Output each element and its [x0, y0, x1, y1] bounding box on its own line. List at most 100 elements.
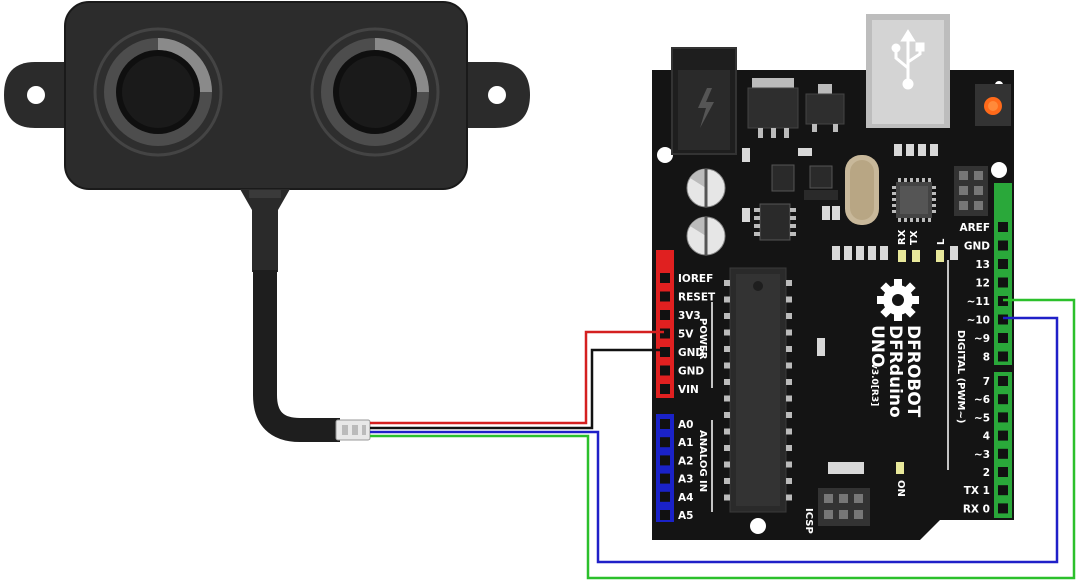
version-label: v3.0[R3]	[869, 363, 879, 406]
analog-pin-label: A4	[678, 492, 693, 504]
digital-pin-label: ~6	[974, 394, 990, 406]
wire-red-5v	[370, 330, 664, 425]
usb-port	[866, 14, 950, 128]
digital-pin-hole	[998, 448, 1008, 459]
power-pin-label: GND	[678, 366, 704, 378]
digital-pin-hole	[998, 503, 1008, 514]
variant-label: UNO	[867, 325, 887, 367]
dip-pin	[786, 461, 792, 468]
dip-pin	[724, 379, 730, 385]
digital-header-bottom	[994, 372, 1012, 518]
digital-pin-label: 8	[983, 352, 990, 364]
dip-pin	[786, 395, 792, 402]
wire-blue-pin10	[370, 316, 1059, 564]
tx-label: TX	[909, 230, 920, 245]
digital-pin-hole	[998, 376, 1008, 386]
usb-controller-chip	[892, 178, 936, 222]
on-label: ON	[895, 480, 906, 497]
wire-black-gnd	[370, 348, 664, 430]
sensor-cable	[253, 270, 340, 442]
wire-green-pin11	[370, 298, 1076, 580]
power-pin-label: GND	[678, 347, 704, 359]
power-header	[656, 250, 674, 398]
smd-components	[742, 144, 958, 474]
sensor-cable-boot	[240, 189, 290, 272]
power-pin-hole	[660, 365, 670, 376]
cable-connector	[335, 419, 371, 441]
analog-title: ANALOG IN	[697, 430, 708, 492]
tiny-ic	[771, 164, 838, 200]
l-label: L	[936, 238, 947, 245]
dip-pin	[724, 362, 730, 369]
power-pin-hole	[660, 347, 670, 357]
analog-pin-hole	[660, 491, 670, 502]
digital-pin-hole	[998, 412, 1008, 423]
power-pin-hole	[660, 291, 670, 302]
analog-pin-hole	[660, 437, 670, 448]
digital-pin-label: ~3	[974, 449, 990, 461]
dip-pin	[786, 379, 792, 385]
power-title: POWER	[697, 318, 708, 360]
dip-pin	[724, 346, 730, 352]
dip-pin	[724, 296, 730, 303]
digital-pin-label: 13	[975, 259, 990, 271]
digital-pin-hole	[998, 485, 1008, 496]
analog-pin-label: A3	[678, 474, 693, 486]
power-pin-hole	[660, 328, 670, 339]
usb-icon	[891, 29, 925, 90]
transducer-left	[93, 27, 223, 157]
digital-pin-label: ~5	[974, 412, 990, 424]
crystal	[845, 155, 879, 225]
analog-pin-label: A2	[678, 455, 693, 467]
atmega-chip	[724, 267, 792, 513]
digital-pin-hole	[998, 259, 1008, 269]
digital-pin-hole	[998, 394, 1008, 405]
model-label: DFRduino	[885, 325, 905, 418]
brand-label: DFROBOT	[903, 325, 923, 418]
digital-pin-label: AREF	[959, 222, 990, 234]
power-pin-label: 5V	[678, 329, 694, 341]
analog-pin-label: A1	[678, 437, 693, 449]
dip-pin	[786, 412, 792, 418]
dip-pin	[724, 280, 730, 286]
dip-pin	[786, 313, 792, 319]
dc-jack	[671, 47, 737, 155]
power-pin-hole	[660, 310, 670, 320]
dip-pin	[724, 428, 730, 435]
rx-label: RX	[897, 229, 908, 245]
lightning-icon	[698, 88, 714, 128]
dip-pins	[724, 280, 792, 501]
icsp-label: ICSP	[803, 508, 814, 534]
status-leds	[896, 250, 944, 474]
regulator-small	[805, 84, 845, 132]
dip-pin	[724, 478, 730, 484]
power-pin-label: 3V3	[678, 310, 701, 322]
icsp-header-bottom	[818, 488, 870, 526]
transducer-right	[310, 27, 440, 157]
digital-pin-hole	[998, 351, 1008, 362]
analog-pin-hole	[660, 510, 670, 520]
power-pin-label: VIN	[678, 384, 699, 396]
analog-pin-label: A5	[678, 510, 693, 522]
wires	[370, 298, 1076, 580]
digital-title: DIGITAL (PWM~)	[955, 330, 966, 423]
digital-pin-hole	[998, 333, 1008, 343]
analog-pin-hole	[660, 473, 670, 484]
capacitor-1	[686, 168, 726, 208]
dip-pin	[786, 362, 792, 369]
analog-pin-hole	[660, 419, 670, 429]
dip-pin	[724, 494, 730, 501]
digital-pin-label: GND	[964, 241, 990, 253]
dip-pin	[786, 280, 792, 286]
icsp-header-top	[954, 166, 988, 216]
dip-pin	[724, 329, 730, 336]
small-ic	[754, 203, 796, 241]
dip-pin	[786, 428, 792, 435]
digital-pin-hole	[998, 240, 1008, 251]
dip-pin	[786, 329, 792, 336]
dip-pin	[724, 395, 730, 402]
digital-pin-label: ~9	[974, 333, 990, 345]
